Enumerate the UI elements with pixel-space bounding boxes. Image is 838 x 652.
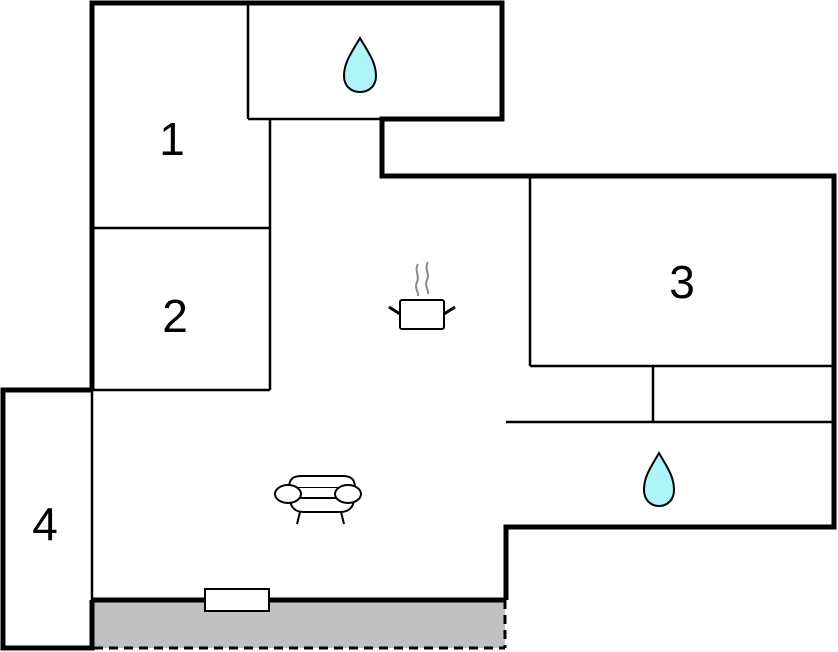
room-4-label: 4 <box>32 498 58 550</box>
water-drop-icon <box>342 35 378 94</box>
window <box>204 588 270 612</box>
armchair-icon <box>274 475 362 525</box>
room-3-label: 3 <box>669 256 695 308</box>
cooking-pot-icon <box>388 261 456 330</box>
water-drop-icon <box>642 450 676 508</box>
room-2-label: 2 <box>162 290 188 342</box>
interior-walls <box>90 3 834 600</box>
terrace <box>92 600 507 650</box>
room-1-label: 1 <box>159 113 185 165</box>
